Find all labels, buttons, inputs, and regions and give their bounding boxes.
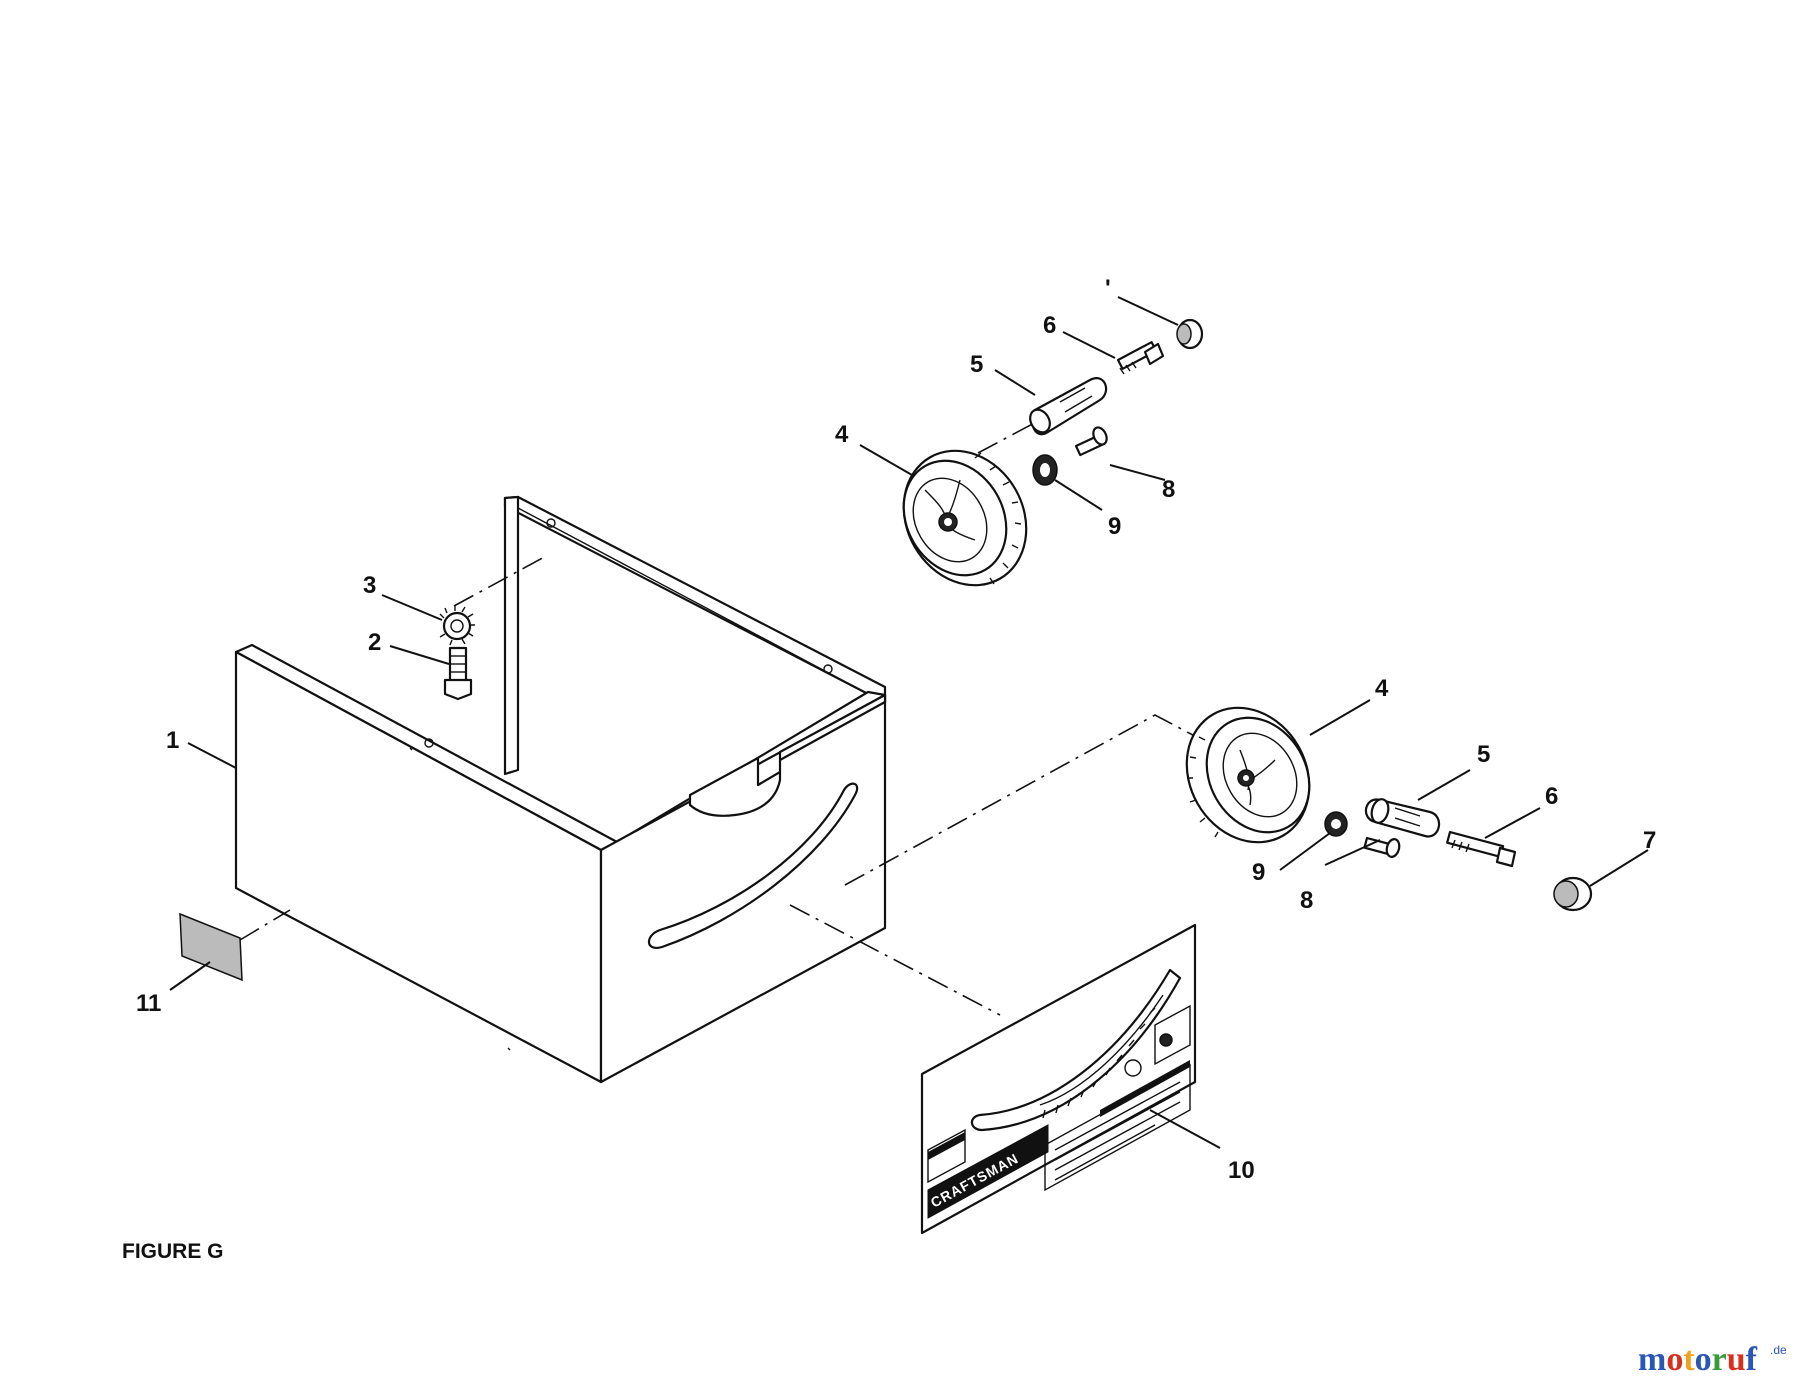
bevel-scale-label: CRAFTSMAN — [920, 923, 1197, 1235]
handle-grip-upper — [1029, 377, 1108, 436]
handwheel-upper — [902, 449, 1028, 587]
shoulder-bolt-lower — [1446, 830, 1517, 868]
watermark-letter: t — [1683, 1341, 1695, 1378]
small-label — [179, 912, 243, 982]
callout-4-lower: 4 — [1375, 675, 1389, 702]
callout-6-lower: 6 — [1545, 783, 1558, 810]
cap-lower — [1553, 876, 1593, 912]
screw-upper — [1074, 426, 1108, 457]
callout-5-upper: 5 — [970, 351, 983, 378]
leader-lines — [169, 296, 1649, 1149]
hex-bolt — [443, 646, 473, 701]
callout-numbers: 1 2 3 4 5 6 ' 8 9 4 5 6 7 8 9 10 11 — [136, 275, 1656, 1184]
callout-6-upper: 6 — [1043, 312, 1056, 339]
handwheel-lower — [1185, 706, 1311, 844]
watermark-letter: r — [1712, 1341, 1727, 1378]
watermark-letter: o — [1666, 1341, 1683, 1378]
callout-10: 10 — [1228, 1157, 1255, 1184]
watermark-letter: u — [1727, 1341, 1746, 1378]
figure-label: FIGURE G — [122, 1240, 224, 1263]
assembly-lines — [239, 419, 1241, 1016]
watermark-letter: m — [1638, 1341, 1666, 1378]
callout-9-upper: 9 — [1108, 513, 1121, 540]
callout-9-lower: 9 — [1252, 859, 1265, 886]
callout-8-upper: 8 — [1162, 476, 1175, 503]
watermark-letter: f — [1746, 1341, 1758, 1378]
watermark-suffix: .de — [1770, 1343, 1787, 1357]
callout-5-lower: 5 — [1477, 741, 1490, 768]
callout-11: 11 — [136, 990, 161, 1017]
screw-lower — [1363, 836, 1401, 858]
washer-lower — [1324, 811, 1348, 837]
cap-upper — [1176, 318, 1204, 350]
star-lockwasher — [439, 606, 475, 646]
callout-3: 3 — [363, 572, 376, 599]
watermark-text: motoruf — [1638, 1341, 1758, 1378]
callout-7-upper: ' — [1105, 275, 1111, 302]
watermark-letter: o — [1695, 1341, 1712, 1378]
handle-grip-lower — [1364, 798, 1441, 838]
shoulder-bolt-upper — [1116, 341, 1165, 375]
callout-2: 2 — [368, 629, 381, 656]
callout-7-lower: 7 — [1643, 827, 1656, 854]
callout-4-upper: 4 — [835, 421, 849, 448]
callout-8-lower: 8 — [1300, 887, 1313, 914]
washer-upper — [1032, 454, 1058, 486]
callout-1: 1 — [166, 727, 179, 754]
base-cabinet — [234, 495, 887, 1084]
watermark-logo: motoruf .de — [1638, 1341, 1787, 1378]
